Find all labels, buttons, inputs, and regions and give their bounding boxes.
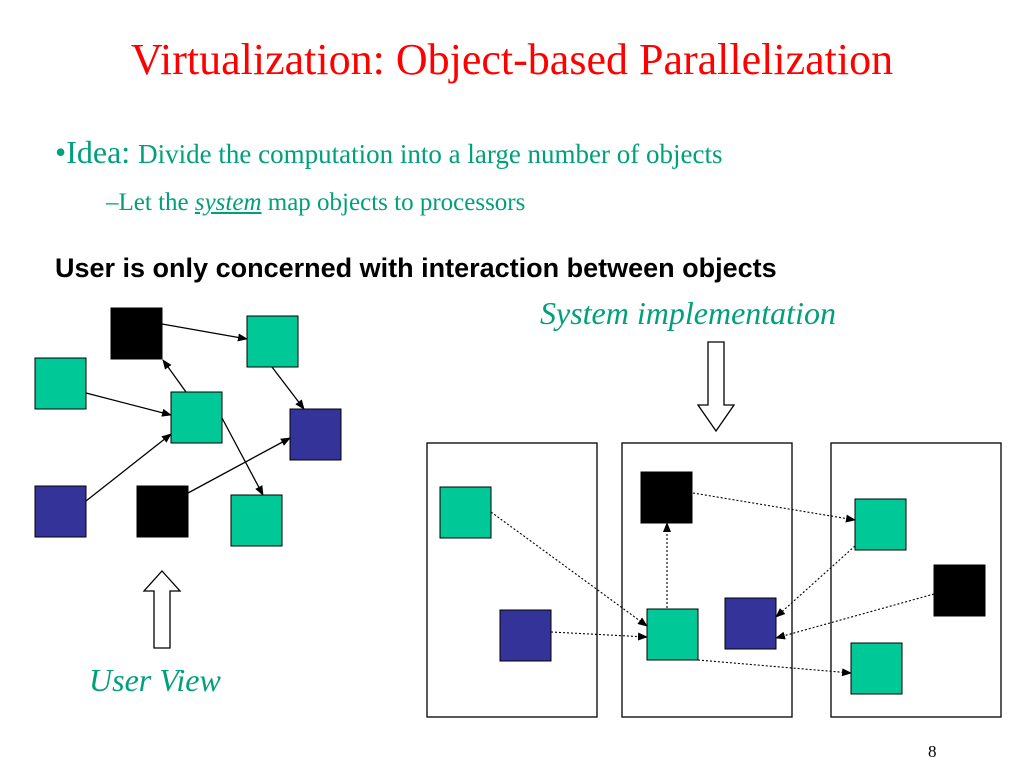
object-teal — [230, 494, 283, 547]
object-navy — [499, 609, 552, 662]
object-black — [136, 485, 189, 538]
system-implementation-label: System implementation — [540, 295, 836, 331]
mapped-edge — [697, 659, 852, 677]
edge-line — [187, 437, 291, 494]
object-teal — [854, 498, 907, 551]
edge-line — [85, 433, 172, 502]
system-view — [426, 442, 1002, 718]
page-number: 8 — [928, 742, 937, 761]
sub-bullet-pre: –Let the — [106, 189, 195, 216]
object-black — [640, 471, 693, 524]
object-navy — [34, 485, 87, 538]
object-navy — [289, 408, 342, 461]
sub-bullet-system-word: system — [194, 189, 262, 216]
up-arrow-icon — [142, 570, 182, 649]
bullet-idea: •Idea: Divide the computation into a lar… — [55, 134, 723, 171]
mapped-edge — [490, 511, 648, 627]
object-teal — [439, 486, 492, 539]
sub-bullet-system: –Let the system map objects to processor… — [106, 189, 525, 217]
mapped-edge — [775, 593, 935, 640]
object-black — [933, 564, 986, 617]
object-teal — [170, 391, 223, 444]
sub-bullet-post: map objects to processors — [261, 189, 526, 216]
bullet-idea-lead: •Idea: — [55, 134, 139, 170]
slide-title: Virtualization: Object-based Paralleliza… — [130, 35, 894, 84]
user-view-graph — [34, 307, 342, 547]
edge-line — [85, 392, 172, 417]
user-concern-statement: User is only concerned with interaction … — [55, 253, 777, 283]
edge-line — [162, 359, 187, 393]
object-navy — [724, 597, 777, 650]
object-teal — [850, 642, 903, 695]
edge-line — [221, 417, 264, 496]
bullet-idea-text: Divide the computation into a large numb… — [138, 139, 723, 169]
mapped-edge — [775, 545, 856, 618]
object-teal — [34, 357, 87, 410]
edge-line — [271, 366, 305, 410]
mapped-edge — [692, 492, 856, 523]
object-black — [110, 307, 163, 360]
down-arrow-icon — [696, 341, 736, 433]
edge-line — [161, 323, 248, 342]
user-view-label: User View — [89, 662, 221, 698]
mapped-edge — [550, 631, 648, 641]
processor-box — [426, 442, 598, 718]
object-teal — [246, 315, 299, 368]
object-teal — [646, 608, 699, 661]
